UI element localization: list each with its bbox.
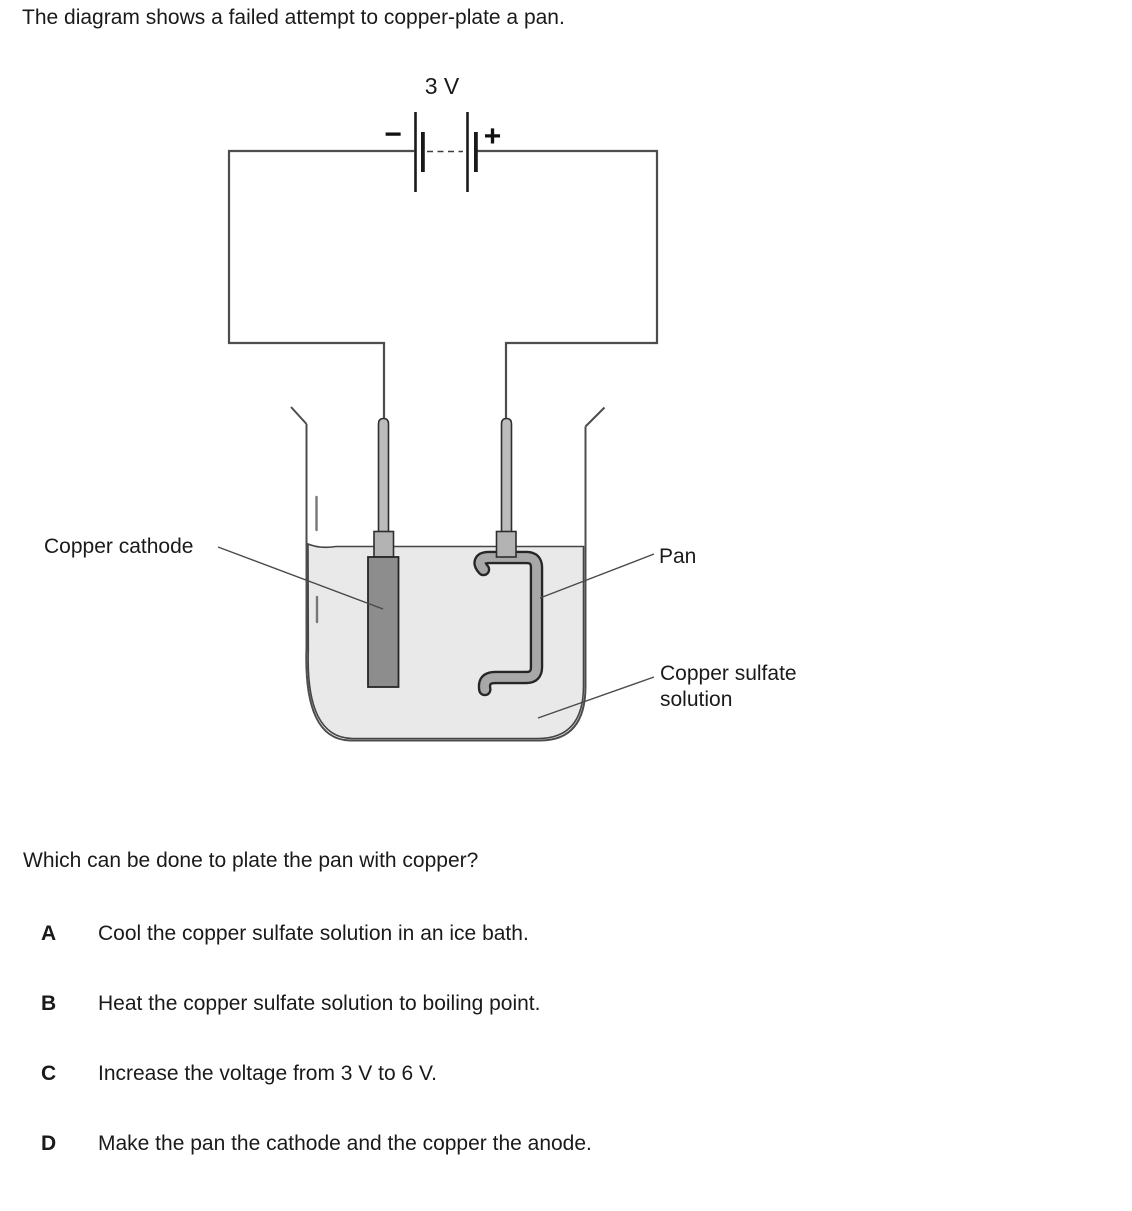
option-row-a[interactable]: A Cool the copper sulfate solution in an…	[0, 922, 1132, 948]
copper-cathode-electrode	[367, 417, 400, 688]
option-text: Increase the voltage from 3 V to 6 V.	[98, 1062, 437, 1085]
option-letter: C	[41, 1062, 57, 1085]
pan-body	[475, 553, 541, 694]
beaker	[290, 406, 606, 742]
option-text: Cool the copper sulfate solution in an i…	[98, 922, 529, 945]
question-text: Which can be done to plate the pan with …	[23, 849, 479, 872]
intro-text: The diagram shows a failed attempt to co…	[22, 6, 565, 29]
pan-label: Pan	[659, 545, 697, 568]
option-row-c[interactable]: C Increase the voltage from 3 V to 6 V.	[0, 1062, 1132, 1088]
battery-symbol	[414, 112, 478, 192]
cathode-leader-line	[217, 546, 384, 610]
pan-connector	[495, 530, 517, 558]
battery-negative-sign: −	[384, 118, 402, 151]
wire-left	[227, 149, 415, 421]
cathode-plate	[367, 556, 400, 688]
option-row-d[interactable]: D Make the pan the cathode and the coppe…	[0, 1132, 1132, 1158]
pan-electrode-support	[495, 417, 517, 558]
cathode-connector	[373, 530, 395, 558]
option-row-b[interactable]: B Heat the copper sulfate solution to bo…	[0, 992, 1132, 1018]
beaker-rim-left	[290, 406, 308, 425]
option-text: Heat the copper sulfate solution to boil…	[98, 992, 541, 1015]
pan-rod	[500, 417, 513, 534]
option-letter: B	[41, 992, 57, 1015]
solution-label: Copper sulfate solution	[660, 662, 797, 711]
option-letter: A	[41, 922, 57, 945]
option-text: Make the pan the cathode and the copper …	[98, 1132, 592, 1155]
option-letter: D	[41, 1132, 57, 1155]
beaker-rim-right	[584, 406, 606, 428]
battery-positive-sign: +	[483, 120, 502, 153]
cathode-rod	[377, 417, 390, 534]
cathode-label: Copper cathode	[44, 535, 194, 558]
beaker-wall	[305, 424, 587, 742]
wire-right	[477, 149, 659, 421]
battery-voltage-label: 3 V	[424, 73, 460, 99]
solution-leader-line	[537, 676, 655, 719]
pan-leader-line	[539, 553, 655, 599]
